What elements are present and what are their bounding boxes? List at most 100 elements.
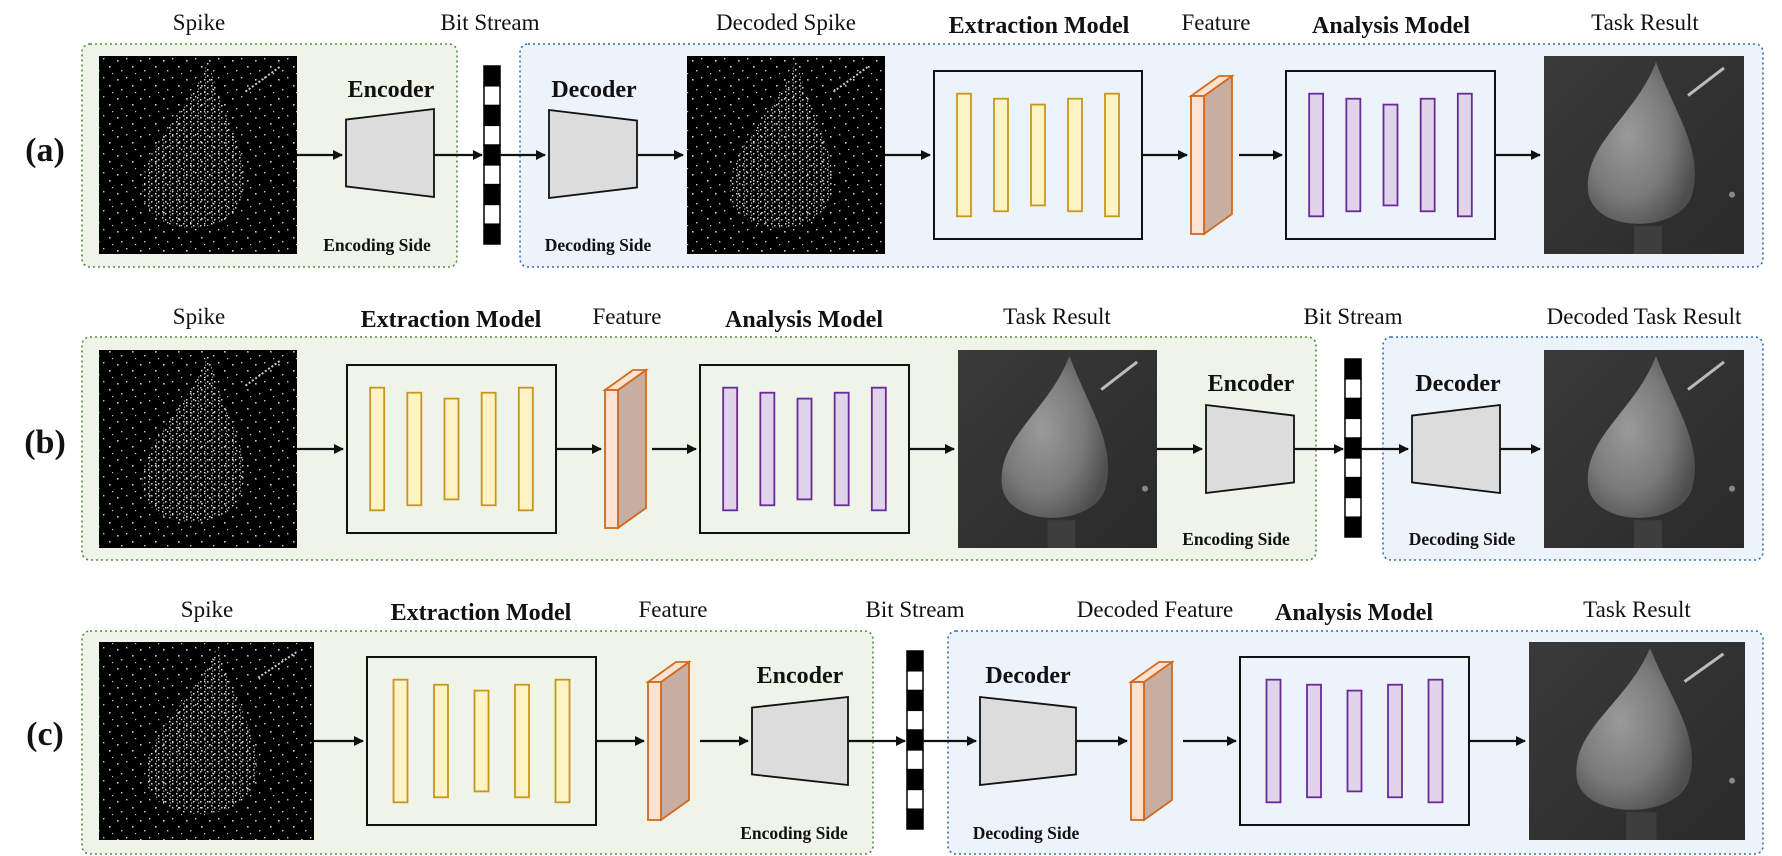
row-label-c: (c) <box>26 716 64 753</box>
label-feature: Feature <box>1182 10 1251 35</box>
feature-front <box>647 681 662 821</box>
spike-droplet <box>146 646 257 814</box>
bit-cell <box>906 768 924 791</box>
result-needle <box>1687 66 1725 97</box>
result-needle <box>1683 652 1725 683</box>
spike-image <box>99 56 297 254</box>
analysis-layer <box>1265 678 1282 804</box>
decoding-side-label: Decoding Side <box>545 235 652 255</box>
feature-tensor <box>645 660 692 822</box>
result-speck <box>1729 485 1735 492</box>
analysis-layer <box>1419 97 1436 213</box>
label-extraction-model: Extraction Model <box>391 600 572 626</box>
spike-image <box>687 56 885 254</box>
extraction-layer <box>956 92 972 218</box>
result-stem <box>1634 520 1662 548</box>
bit-cell <box>483 65 501 87</box>
bit-cell <box>1344 417 1362 439</box>
label-analysis-model: Analysis Model <box>1312 13 1470 39</box>
result-droplet <box>1001 356 1109 518</box>
result-droplet <box>1587 62 1695 224</box>
extraction-layer <box>514 683 530 799</box>
analysis-layer <box>1382 103 1399 207</box>
label-analysis-model: Analysis Model <box>1275 600 1433 626</box>
extraction-layer <box>480 391 497 507</box>
bit-cell <box>906 788 924 810</box>
label-bit-stream: Bit Stream <box>440 10 539 35</box>
feature-tensor <box>602 368 649 530</box>
feature-side <box>617 368 647 530</box>
label-spike: Spike <box>181 597 233 622</box>
encoder-label: Encoder <box>1208 371 1295 397</box>
decoder-label: Decoder <box>1415 371 1501 397</box>
label-extraction-model: Extraction Model <box>949 13 1130 39</box>
encoder-label: Encoder <box>757 663 844 689</box>
feature-tensor-decoded <box>1128 660 1175 822</box>
analysis-layer <box>833 391 850 507</box>
task-result-image <box>1544 350 1744 548</box>
decoder-block <box>1411 403 1501 495</box>
bit-stream <box>906 650 924 830</box>
bit-cell <box>483 223 501 245</box>
feature-front <box>1190 95 1205 235</box>
result-stem <box>1626 812 1657 840</box>
bit-cell <box>1344 516 1362 538</box>
bit-cell <box>483 85 501 107</box>
extraction-layer <box>369 386 386 512</box>
analysis-layer <box>1427 678 1444 804</box>
analysis-layer <box>722 386 739 512</box>
label-decoded-feature: Decoded Feature <box>1077 597 1233 622</box>
analysis-layer <box>759 391 776 507</box>
bit-cell <box>483 164 501 186</box>
extraction-layer <box>392 678 409 804</box>
spike-needle <box>244 65 282 93</box>
result-droplet <box>1587 356 1695 518</box>
bit-cell <box>483 183 501 206</box>
spike-droplet <box>730 60 833 228</box>
label-feature: Feature <box>639 597 708 622</box>
extraction-layer <box>554 678 571 804</box>
extraction-layer <box>517 386 534 512</box>
decoder-block <box>548 108 638 200</box>
bit-cell <box>906 650 924 672</box>
label-bit-stream: Bit Stream <box>865 597 964 622</box>
feature-tensor <box>1188 74 1235 236</box>
label-feature: Feature <box>593 304 662 329</box>
spike-image <box>99 350 297 548</box>
analysis-layer <box>1345 97 1362 213</box>
label-extraction-model: Extraction Model <box>361 307 542 333</box>
bit-cell <box>483 144 501 166</box>
encoder-block <box>345 107 435 199</box>
result-droplet <box>1576 648 1692 810</box>
feature-side <box>660 660 690 822</box>
bit-cell <box>906 808 924 830</box>
label-task-result: Task Result <box>1583 597 1691 622</box>
encoder-block <box>1205 403 1295 495</box>
spike-droplet <box>142 354 245 522</box>
extraction-layer <box>443 397 460 501</box>
spike-needle <box>244 359 282 387</box>
bit-cell <box>906 749 924 771</box>
analysis-model-box <box>1239 656 1470 826</box>
encoding-side-label: Encoding Side <box>323 235 431 255</box>
decoder-label: Decoder <box>551 77 637 103</box>
extraction-layer <box>993 97 1009 213</box>
extraction-layer <box>473 689 490 793</box>
bit-stream <box>1344 358 1362 538</box>
bit-cell <box>1344 437 1362 459</box>
bit-cell <box>1344 457 1362 479</box>
label-task-result: Task Result <box>1591 10 1699 35</box>
result-stem <box>1634 226 1662 254</box>
extraction-layer <box>1104 92 1120 218</box>
label-spike: Spike <box>173 10 225 35</box>
label-bit-stream: Bit Stream <box>1303 304 1402 329</box>
bit-cell <box>483 104 501 127</box>
decoder-block <box>979 695 1077 787</box>
analysis-layer <box>1346 689 1363 793</box>
extraction-layer <box>1067 97 1083 213</box>
bit-cell <box>1344 496 1362 518</box>
bit-stream <box>483 65 501 245</box>
result-speck <box>1142 485 1149 492</box>
bit-cell <box>906 709 924 731</box>
